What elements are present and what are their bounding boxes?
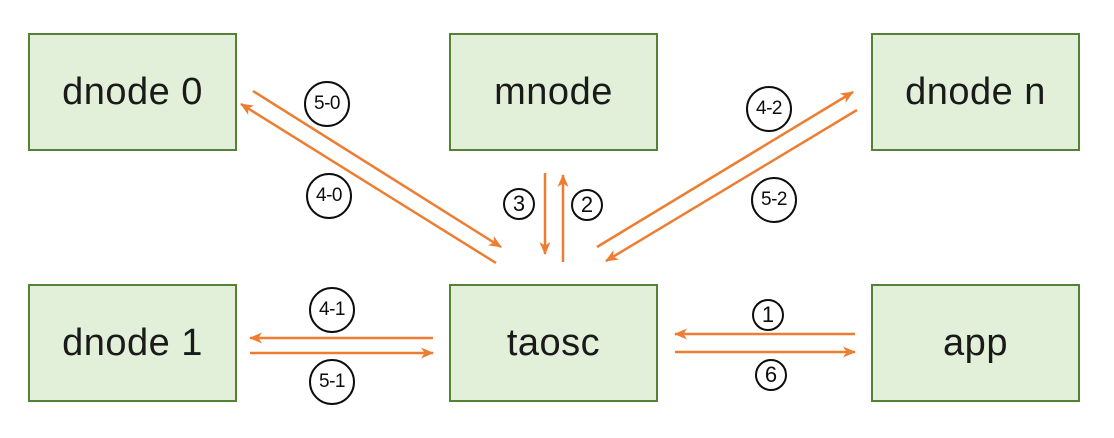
node-taosc: taosc (449, 284, 658, 402)
edge-label-3: 3 (503, 188, 535, 220)
edge-label-5-1: 5-1 (309, 359, 355, 405)
node-mnode-label: mnode (494, 70, 613, 113)
edge-label-5-2: 5-2 (751, 177, 797, 223)
node-dnode-0-label: dnode 0 (62, 70, 203, 113)
node-dnode-n: dnode n (871, 33, 1080, 151)
edge-label-6: 6 (755, 359, 787, 391)
node-dnode-n-label: dnode n (905, 70, 1046, 113)
edge-label-4-1: 4-1 (309, 287, 355, 333)
node-app-label: app (943, 321, 1008, 364)
node-taosc-label: taosc (506, 321, 601, 364)
arrow-4-0-taosc-to-dnode0 (240, 102, 497, 265)
edge-label-5-0: 5-0 (304, 81, 350, 127)
edge-label-4-2: 4-2 (746, 86, 792, 132)
arrow-5-0-dnode0-to-taosc (252, 89, 502, 249)
edge-label-4-0: 4-0 (306, 173, 352, 219)
edge-label-1: 1 (752, 299, 784, 331)
node-app: app (871, 284, 1080, 402)
edge-label-2: 2 (571, 189, 603, 221)
node-dnode-1-label: dnode 1 (62, 321, 203, 364)
node-dnode-1: dnode 1 (28, 284, 237, 402)
node-dnode-0: dnode 0 (28, 33, 237, 151)
node-mnode: mnode (449, 33, 658, 151)
arrow-5-2-dnoden-to-taosc (605, 108, 858, 263)
arrow-4-2-taosc-to-dnoden (596, 90, 854, 249)
